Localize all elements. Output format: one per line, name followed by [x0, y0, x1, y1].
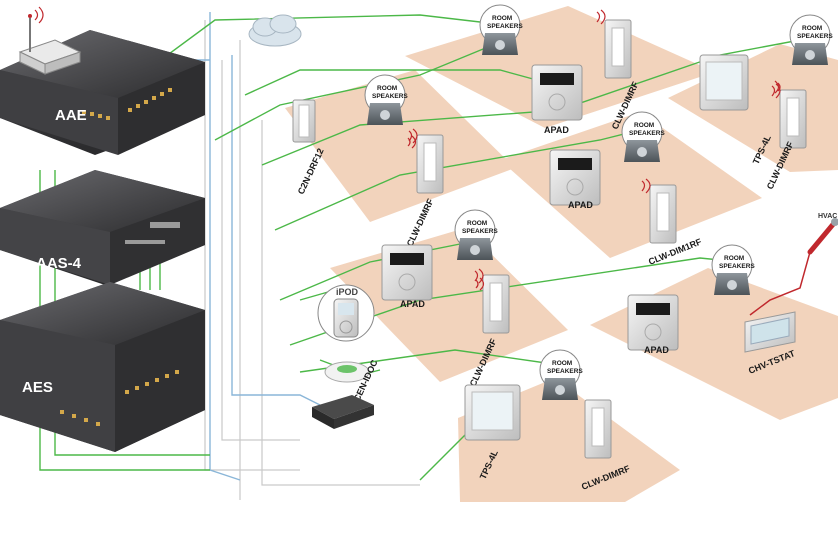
dimmer-cln-dimrf-3: CLW-DIMRF: [765, 83, 807, 191]
ipod-label: iPOD: [336, 287, 359, 297]
thermostat-chv-tstat: CHV-TSTAT: [744, 311, 797, 376]
apad-4: APAD: [627, 294, 679, 355]
room-speakers-4: ROOM SPEAKERS: [621, 111, 665, 162]
cable-green-7: [274, 129, 641, 231]
cable-green-11: [419, 429, 471, 481]
room-speakers-4-line2: SPEAKERS: [629, 130, 665, 137]
room-speakers-7: ROOM SPEAKERS: [539, 349, 583, 400]
cable-green-1: [39, 170, 210, 471]
room-speakers-6-line2: SPEAKERS: [719, 263, 755, 270]
apad-3: APAD: [381, 244, 433, 309]
cable-blue-2: [231, 55, 321, 406]
room-floor-4: [500, 112, 762, 258]
room-speakers-2-line2: SPEAKERS: [372, 93, 408, 100]
cable-green-5: [244, 69, 556, 96]
apad-2: APAD: [549, 149, 601, 210]
cabling: [39, 12, 801, 500]
rack-aae: AAE: [0, 6, 205, 155]
rack-aas4-label: AAS-4: [36, 255, 82, 272]
touchpanel-tps4l-2: TPS-4L: [464, 384, 521, 481]
label-apad-2: APAD: [568, 200, 593, 210]
wifi-signal-icon: [407, 135, 417, 149]
label-c2n-drf12: C2N-DRF12: [296, 147, 326, 196]
cable-grey-2: [221, 60, 300, 441]
rack-aae-ports: [82, 88, 172, 120]
rack-aes-ports: [60, 370, 179, 426]
apad-1: APAD: [531, 64, 583, 135]
cable-blue-1: [209, 12, 241, 481]
room-speakers-6: ROOM SPEAKERS: [711, 244, 755, 295]
rack-aae-label: AAE: [55, 107, 87, 124]
rack-aes-label: AES: [22, 379, 53, 396]
internet-cloud-icon: [248, 14, 302, 47]
room-speakers-3-line1: ROOM: [802, 25, 822, 32]
room-speakers-2: ROOM SPEAKERS: [364, 74, 408, 125]
room-floor-6: [590, 268, 838, 420]
cable-grey-4: [261, 120, 420, 486]
room-speakers-1: ROOM SPEAKERS: [479, 4, 523, 55]
room-speakers-5: ROOM SPEAKERS: [454, 209, 498, 260]
label-apad-1: APAD: [544, 125, 569, 135]
hvac-sensor: HVAC: [749, 213, 838, 316]
wifi-signal-icon: [475, 277, 485, 291]
cable-green-4: [214, 39, 506, 141]
hvac-label: HVAC: [818, 213, 837, 220]
ipod-callout: iPOD: [317, 284, 375, 342]
cable-green-13: [299, 291, 329, 301]
label-apad-3: APAD: [400, 299, 425, 309]
room-speakers-3: ROOM SPEAKERS: [789, 14, 833, 65]
room-speakers-1-line1: ROOM: [492, 15, 512, 22]
room-speakers-7-line1: ROOM: [552, 360, 572, 367]
room-speakers-6-line1: ROOM: [724, 255, 744, 262]
wifi-router-icon: [18, 6, 82, 75]
room-speakers-7-line2: SPEAKERS: [547, 368, 583, 375]
label-apad-4: APAD: [644, 345, 669, 355]
room-speakers-1-line2: SPEAKERS: [487, 23, 523, 30]
cen-idoc-box: [312, 395, 374, 429]
room-speakers-3-line2: SPEAKERS: [797, 33, 833, 40]
room-speakers-4-line1: ROOM: [634, 122, 654, 129]
cable-grey-1: [204, 20, 300, 471]
room-floor-2: [285, 70, 515, 222]
room-floors: [285, 6, 838, 502]
cable-green-8: [279, 239, 481, 301]
room-speakers-5-line1: ROOM: [467, 220, 487, 227]
room-speakers-2-line1: ROOM: [377, 85, 397, 92]
room-speakers-5-line2: SPEAKERS: [462, 228, 498, 235]
rack-aas4: AAS-4: [0, 170, 205, 285]
rack-aes: AES: [0, 282, 205, 452]
